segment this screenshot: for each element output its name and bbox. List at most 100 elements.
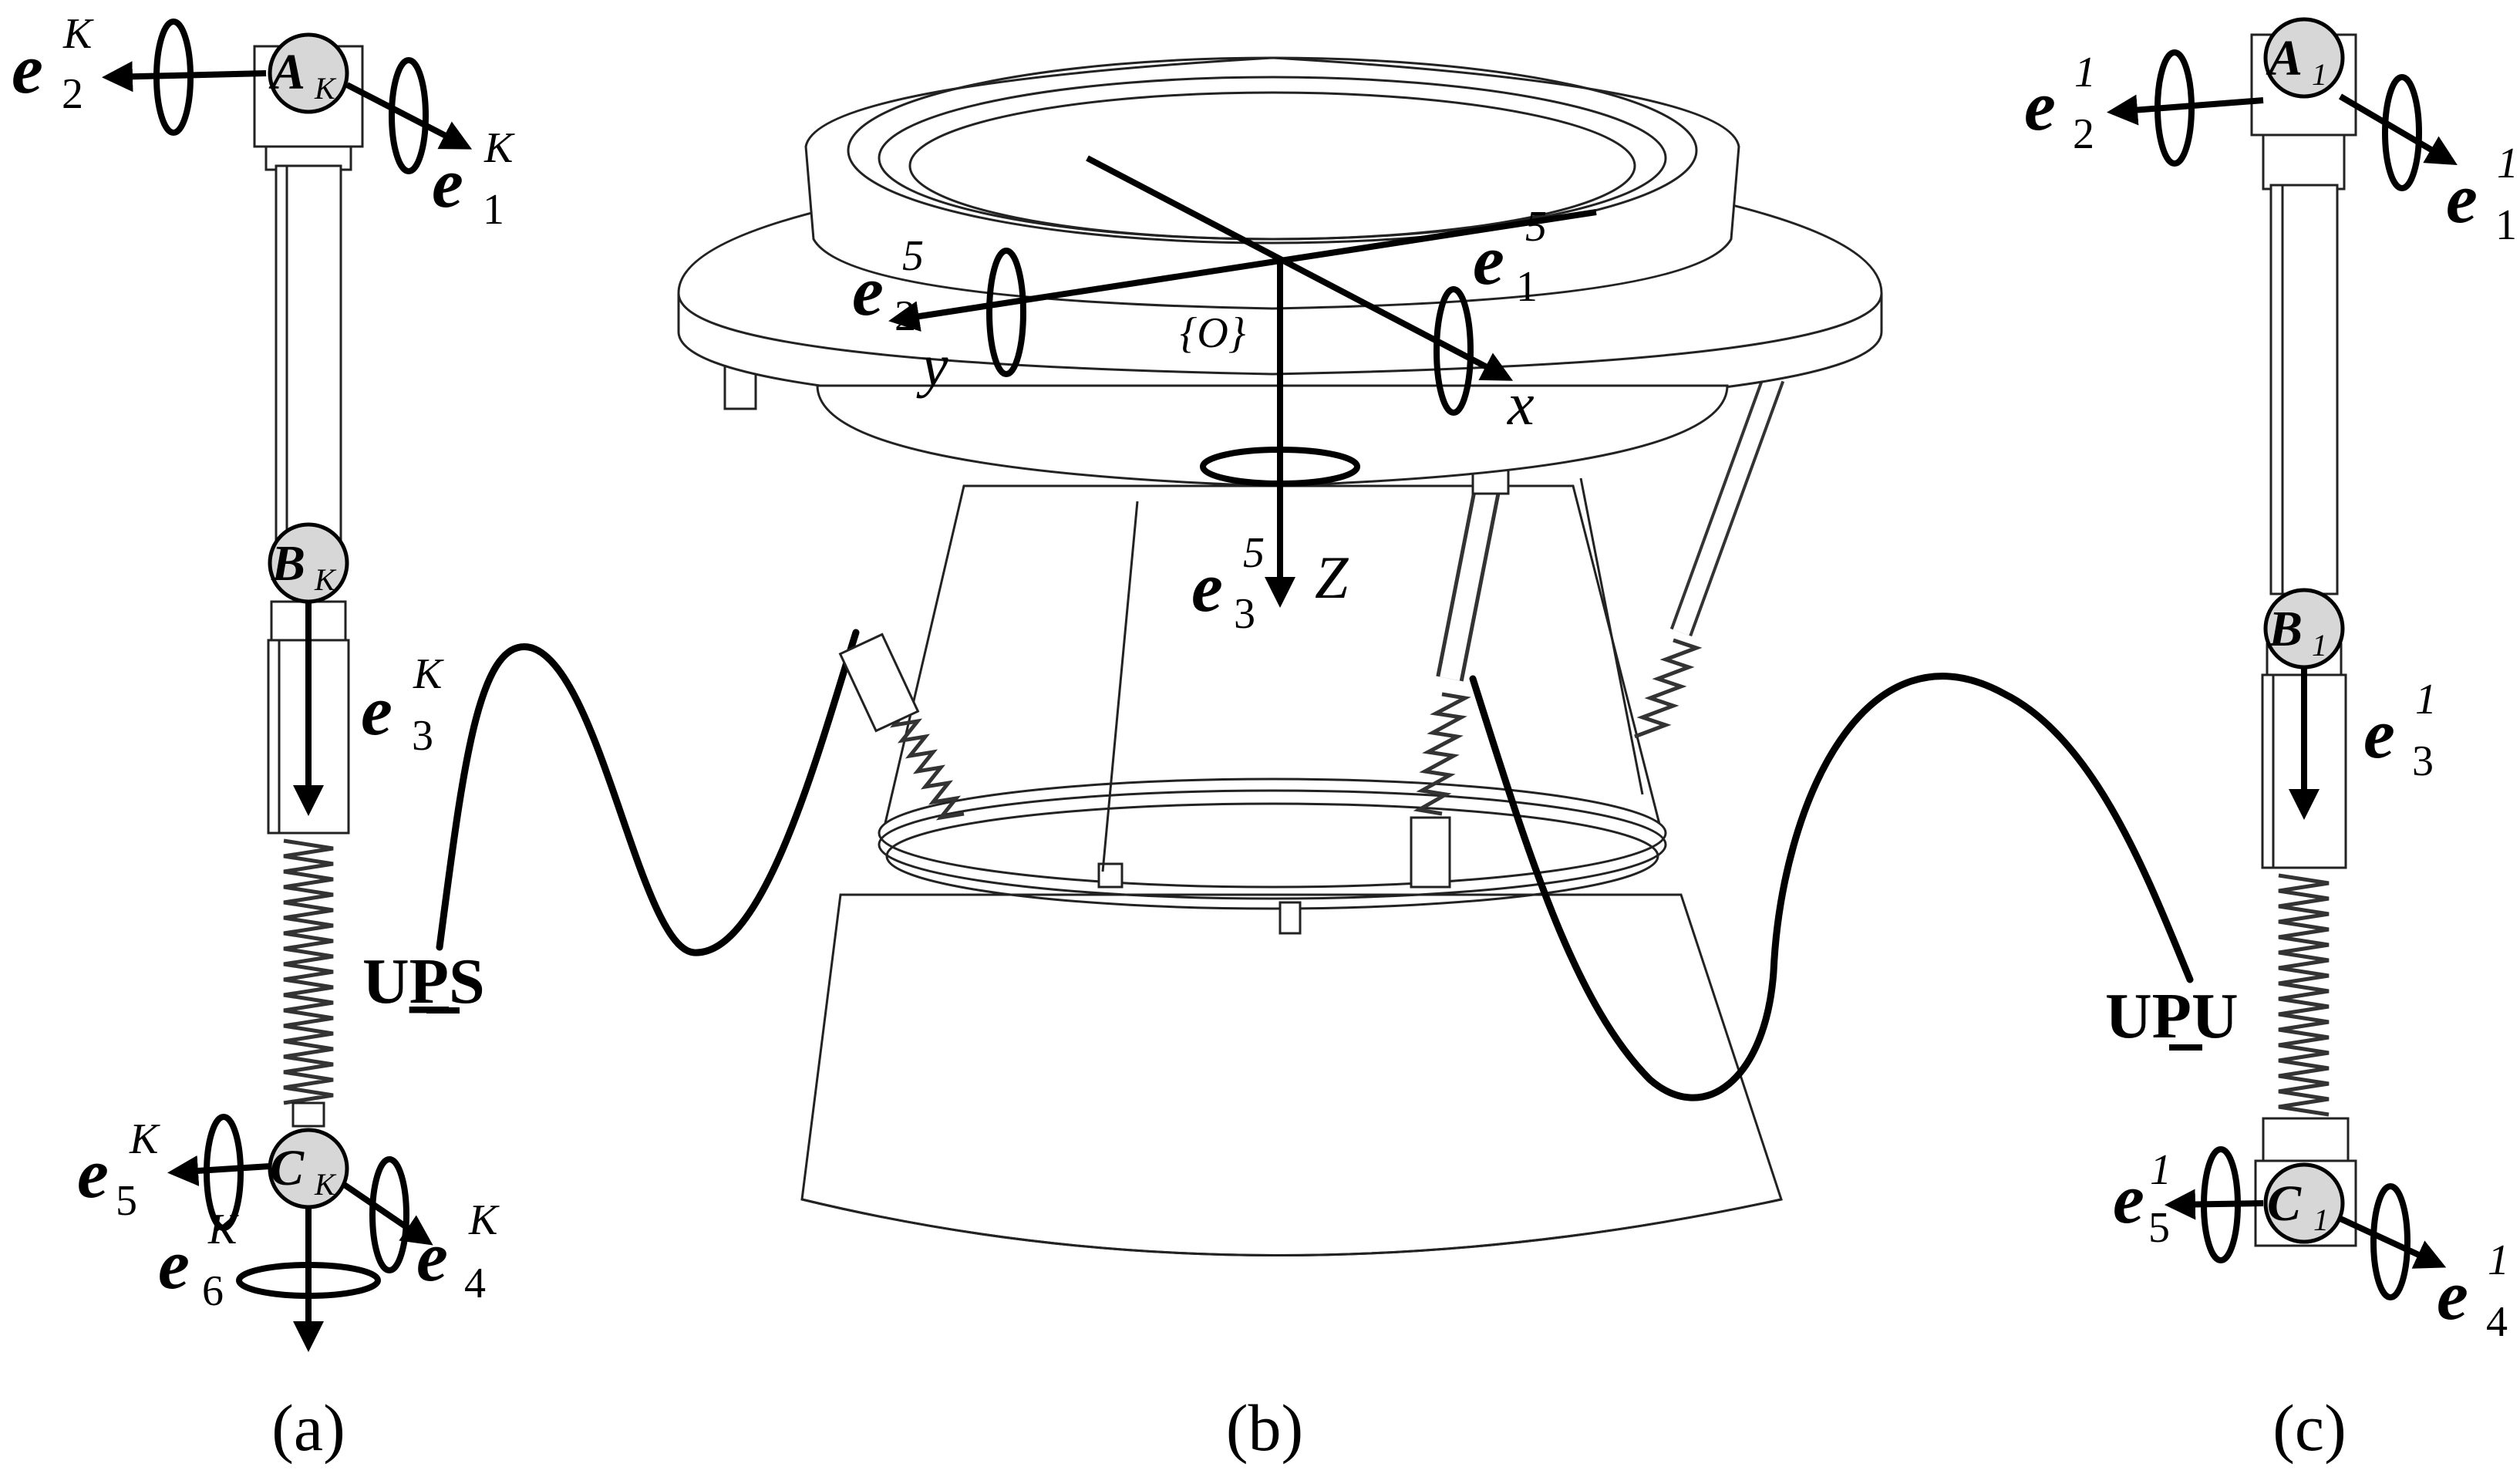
svg-text:K: K — [314, 1167, 337, 1202]
rotation-marker — [2154, 49, 2195, 167]
label-e4-1: e 1 4 — [2437, 1236, 2509, 1346]
axis-arrow-e5-k — [167, 1155, 271, 1186]
joint-a-k: A K — [268, 32, 349, 114]
left-actuator — [723, 361, 965, 821]
svg-text:2: 2 — [894, 292, 916, 340]
svg-text:A: A — [268, 44, 305, 100]
ups-limb: A K B K C K e — [12, 10, 860, 1465]
svg-text:e: e — [2113, 1159, 2144, 1238]
rotation-marker — [389, 57, 429, 174]
top-ring — [804, 56, 1740, 310]
svg-text:3: 3 — [1234, 590, 1255, 638]
svg-text:1: 1 — [2074, 49, 2096, 96]
svg-text:e: e — [1191, 548, 1223, 626]
svg-text:5: 5 — [116, 1177, 137, 1225]
moving-platform-skirt — [816, 384, 1729, 487]
svg-text:2: 2 — [2073, 110, 2094, 158]
svg-text:1: 1 — [483, 186, 504, 234]
caption-b: (b) — [1226, 1391, 1303, 1465]
svg-text:K: K — [413, 650, 444, 698]
joint-c-k: C K — [268, 1128, 349, 1209]
label-e1-k: e K 1 — [432, 124, 515, 234]
axis-arrow-e5-1 — [2165, 1189, 2264, 1220]
joint-b-k: B K — [268, 522, 349, 604]
base-cone — [800, 893, 1783, 1256]
upper-cylinder — [2269, 184, 2339, 595]
axis-arrow-e2-k — [102, 61, 267, 93]
rotation-marker — [1200, 447, 1360, 487]
svg-text:e: e — [2024, 66, 2056, 145]
svg-text:1: 1 — [2488, 1236, 2509, 1284]
svg-text:5: 5 — [1525, 203, 1547, 251]
svg-text:K: K — [468, 1196, 500, 1244]
svg-text:K: K — [314, 562, 337, 597]
rotation-marker — [153, 19, 194, 136]
axis-arrow-e1-k — [345, 82, 473, 150]
axis-arrow-e4-1 — [2339, 1216, 2447, 1269]
axis-arrow-e4-k — [341, 1181, 433, 1246]
svg-text:K: K — [483, 124, 515, 172]
connector-curve-right — [1469, 673, 2194, 1101]
rotation-marker — [236, 1262, 381, 1299]
rotation-marker — [369, 1156, 409, 1273]
svg-text:K: K — [129, 1115, 160, 1163]
svg-text:1: 1 — [2313, 1202, 2329, 1237]
frame-label-o: {O} — [1180, 309, 1245, 357]
rotation-marker — [2382, 74, 2422, 191]
caption-a: (a) — [271, 1391, 345, 1465]
svg-text:B: B — [271, 535, 305, 592]
svg-text:3: 3 — [412, 712, 433, 760]
spring — [2278, 873, 2330, 1117]
label-e3-5: e 5 3 — [1191, 529, 1265, 638]
svg-text:e: e — [361, 671, 392, 750]
label-e1-5: e 5 1 — [1473, 203, 1547, 311]
label-e2-k: e K 2 — [12, 10, 94, 118]
rotation-marker — [204, 1114, 244, 1231]
svg-text:e: e — [2363, 694, 2395, 773]
label-e1-1: e 1 1 — [2446, 140, 2518, 249]
svg-text:1: 1 — [2495, 201, 2517, 249]
connector-curve-left — [436, 629, 860, 956]
axis-label-y: y — [916, 332, 948, 399]
chain-label-upu: UPU — [2105, 980, 2239, 1052]
svg-text:A: A — [2266, 30, 2303, 86]
svg-text:1: 1 — [2312, 628, 2327, 663]
svg-text:e: e — [852, 251, 884, 330]
svg-text:e: e — [77, 1134, 109, 1212]
svg-text:2: 2 — [62, 70, 83, 118]
svg-text:1: 1 — [2150, 1146, 2171, 1194]
lower-ring — [878, 777, 1667, 889]
axis-label-x: x — [1507, 370, 1535, 437]
joint-b-1: B 1 — [2263, 588, 2345, 669]
svg-text:C: C — [270, 1140, 305, 1196]
rotation-marker — [1434, 286, 1474, 416]
caption-c: (c) — [2272, 1391, 2346, 1465]
svg-text:e: e — [416, 1217, 448, 1296]
svg-text:e: e — [12, 29, 43, 108]
right-actuator — [1410, 454, 1510, 889]
svg-text:e: e — [2437, 1256, 2468, 1334]
svg-text:5: 5 — [902, 232, 924, 280]
parallel-mechanism: x y Z {O} e 5 2 e 5 1 e 5 3 (b) — [677, 56, 1883, 1465]
label-e2-5: e 5 2 — [852, 232, 924, 340]
svg-text:e: e — [2446, 159, 2478, 238]
svg-text:5: 5 — [2148, 1204, 2170, 1252]
svg-text:K: K — [314, 71, 337, 106]
svg-text:1: 1 — [2497, 140, 2518, 187]
rotation-marker — [2201, 1146, 2241, 1263]
label-e5-1: e 1 5 — [2113, 1146, 2171, 1252]
axis-arrow-e2-1 — [2107, 94, 2264, 126]
spring — [283, 838, 334, 1105]
svg-text:e: e — [1473, 221, 1504, 299]
svg-text:e: e — [158, 1225, 190, 1304]
rotation-marker — [2370, 1183, 2411, 1300]
rear-actuator — [1634, 373, 1785, 739]
svg-text:6: 6 — [202, 1267, 224, 1315]
label-e6-k: e K 6 — [158, 1206, 239, 1315]
svg-text:e: e — [432, 143, 463, 222]
joint-a-1: A 1 — [2263, 17, 2345, 99]
svg-text:C: C — [2267, 1175, 2302, 1232]
label-e3-1: e 1 3 — [2363, 676, 2437, 785]
svg-text:1: 1 — [2415, 676, 2437, 723]
